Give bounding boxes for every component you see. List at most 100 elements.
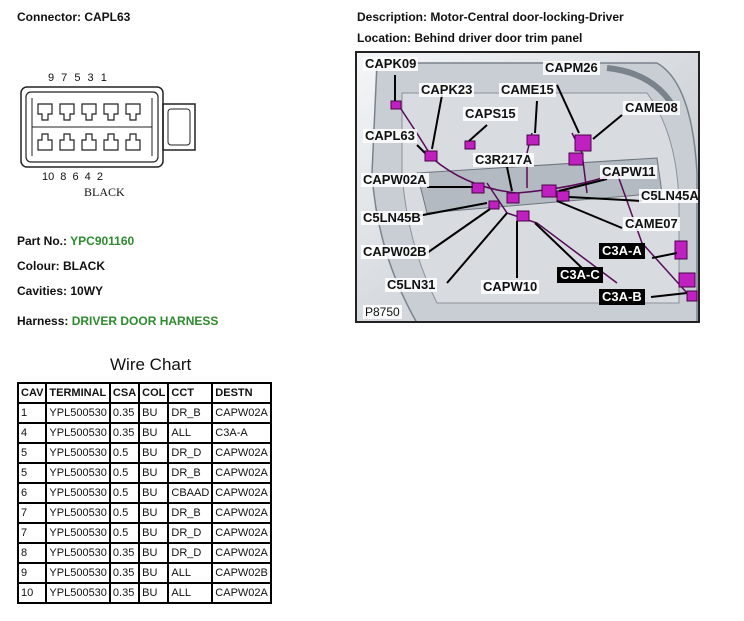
table-cell: YPL500530 bbox=[45, 462, 111, 484]
callout-capk09: CAPK09 bbox=[363, 56, 419, 71]
table-cell: 0.5 bbox=[108, 482, 141, 504]
callout-capm26: CAPM26 bbox=[543, 60, 600, 75]
pin-numbers-bottom: 10 8 6 4 2 bbox=[42, 171, 103, 183]
table-cell: BU bbox=[138, 402, 170, 424]
table-cell: 6 bbox=[16, 482, 48, 504]
wire-chart-title: Wire Chart bbox=[110, 355, 192, 374]
table-cell: CAPW02A bbox=[211, 482, 272, 504]
cavities: Cavities: 10WY bbox=[17, 284, 104, 298]
column-header: CAV bbox=[16, 382, 48, 404]
table-cell: 0.35 bbox=[108, 422, 141, 444]
table-cell: YPL500530 bbox=[45, 442, 111, 464]
table-cell: 5 bbox=[16, 442, 48, 464]
table-cell: DR_B bbox=[167, 502, 214, 524]
table-cell: ALL bbox=[167, 562, 214, 584]
connector-face-diagram bbox=[20, 86, 196, 168]
callout-capw11: CAPW11 bbox=[600, 164, 658, 179]
table-cell: 5 bbox=[16, 462, 48, 484]
table-cell: BU bbox=[138, 442, 170, 464]
photo-reference: P8750 bbox=[363, 305, 402, 319]
table-cell: BU bbox=[138, 462, 170, 484]
table-cell: YPL500530 bbox=[45, 582, 111, 604]
table-cell: 8 bbox=[16, 542, 48, 564]
callout-c3a-a: C3A-A bbox=[599, 243, 645, 259]
table-cell: DR_D bbox=[167, 542, 214, 564]
table-cell: DR_D bbox=[167, 522, 214, 544]
table-cell: CAPW02A bbox=[211, 442, 272, 464]
table-cell: 7 bbox=[16, 522, 48, 544]
table-cell: 0.35 bbox=[108, 402, 141, 424]
wire-chart-header-row: CAV TERMINAL CSA COL CCT DESTN bbox=[16, 382, 272, 404]
table-cell: YPL500530 bbox=[45, 522, 111, 544]
location: Location: Behind driver door trim panel bbox=[357, 31, 583, 45]
callout-c3a-b: C3A-B bbox=[599, 289, 645, 305]
column-header: COL bbox=[138, 382, 170, 404]
callout-c5ln45b: C5LN45B bbox=[361, 210, 423, 225]
callout-capw10: CAPW10 bbox=[481, 279, 540, 294]
column-header: CSA bbox=[108, 382, 141, 404]
table-cell: 0.5 bbox=[108, 462, 141, 484]
callout-capl63: CAPL63 bbox=[363, 128, 417, 143]
table-cell: 0.5 bbox=[108, 522, 141, 544]
callout-came07: CAME07 bbox=[623, 216, 680, 231]
table-cell: CAPW02A bbox=[211, 462, 272, 484]
table-cell: 0.5 bbox=[108, 502, 141, 524]
callout-c3r217a: C3R217A bbox=[473, 152, 535, 167]
table-cell: YPL500530 bbox=[45, 542, 111, 564]
harness: Harness: DRIVER DOOR HARNESS bbox=[17, 314, 219, 328]
table-cell: 0.35 bbox=[108, 562, 141, 584]
table-cell: CAPW02A bbox=[211, 542, 272, 564]
table-cell: CAPW02A bbox=[211, 402, 272, 424]
table-cell: DR_B bbox=[167, 402, 214, 424]
table-cell: BU bbox=[138, 422, 170, 444]
callout-c3a-c: C3A-C bbox=[557, 267, 603, 283]
harness-value: DRIVER DOOR HARNESS bbox=[71, 314, 219, 328]
table-cell: C3A-A bbox=[211, 422, 272, 444]
callout-capk23: CAPK23 bbox=[419, 82, 475, 97]
table-cell: BU bbox=[138, 522, 170, 544]
table-cell: 1 bbox=[16, 402, 48, 424]
column-header: CCT bbox=[167, 382, 214, 404]
table-cell: BU bbox=[138, 502, 170, 524]
table-cell: YPL500530 bbox=[45, 482, 111, 504]
table-cell: CAPW02A bbox=[211, 582, 272, 604]
table-cell: BU bbox=[138, 582, 170, 604]
part-number-value: YPC901160 bbox=[70, 234, 135, 248]
table-cell: ALL bbox=[167, 582, 214, 604]
table-cell: 0.35 bbox=[108, 542, 141, 564]
pin-numbers-top: 9 7 5 3 1 bbox=[48, 72, 107, 84]
connector-title: Connector: CAPL63 bbox=[17, 10, 131, 24]
part-number: Part No.: YPC901160 bbox=[17, 234, 135, 248]
table-cell: DR_D bbox=[167, 442, 214, 464]
table-cell: 7 bbox=[16, 502, 48, 524]
column-header: DESTN bbox=[211, 382, 272, 404]
description: Description: Motor-Central door-locking-… bbox=[357, 10, 624, 24]
table-cell: YPL500530 bbox=[45, 502, 111, 524]
table-cell: BU bbox=[138, 482, 170, 504]
callout-c5ln45a: C5LN45A bbox=[639, 188, 699, 203]
table-cell: 10 bbox=[16, 582, 48, 604]
colour: Colour: BLACK bbox=[17, 259, 105, 273]
connector-color-label: BLACK bbox=[84, 185, 125, 199]
table-cell: YPL500530 bbox=[45, 402, 111, 424]
table-cell: ALL bbox=[167, 422, 214, 444]
table-cell: 0.5 bbox=[108, 442, 141, 464]
callout-came15: CAME15 bbox=[499, 82, 556, 97]
callout-capw02b: CAPW02B bbox=[361, 244, 429, 259]
table-cell: CBAAD bbox=[167, 482, 214, 504]
callout-caps15: CAPS15 bbox=[463, 106, 518, 121]
table-cell: YPL500530 bbox=[45, 562, 111, 584]
table-cell: CAPW02A bbox=[211, 522, 272, 544]
table-cell: DR_B bbox=[167, 462, 214, 484]
table-cell: CAPW02B bbox=[211, 562, 272, 584]
table-cell: YPL500530 bbox=[45, 422, 111, 444]
callout-capw02a: CAPW02A bbox=[361, 172, 429, 187]
